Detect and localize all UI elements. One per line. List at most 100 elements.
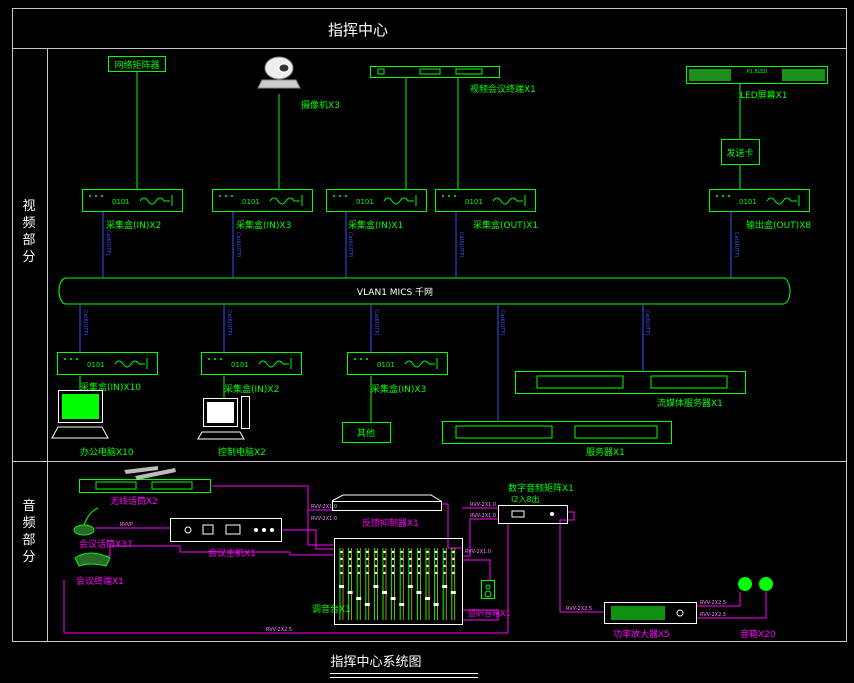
network-matrix: 网络矩阵器 xyxy=(108,56,166,72)
conference-phone-icon xyxy=(74,552,111,567)
svg-text:RVV-2X1.0: RVV-2X1.0 xyxy=(465,549,491,555)
encoder-box: 0101 采集盒(IN)X3 Cat6(UTP) xyxy=(347,310,448,395)
svg-text:RVV-2X2.5: RVV-2X2.5 xyxy=(700,600,726,606)
camera-label: 摄像机X3 xyxy=(301,99,340,111)
encoder-code: 0101 xyxy=(231,361,249,369)
wireless-mic-icon xyxy=(79,466,211,493)
amplifier-icon xyxy=(604,602,697,624)
encoder-code: 0101 xyxy=(377,361,395,369)
pc-icon xyxy=(197,396,250,440)
link-label: Cat6(UTP) xyxy=(226,310,232,335)
svg-text:RVV-2X2.5: RVV-2X2.5 xyxy=(700,612,726,618)
footer-title: 指挥中心系统图 xyxy=(330,655,421,670)
server: 服务器X1 xyxy=(442,421,672,458)
backbone-label: VLAN1 MICS 千网 xyxy=(357,287,433,298)
encoder-label: 采集盒(IN)X2 xyxy=(224,383,279,395)
conference-terminal-label: 会议终端X1 xyxy=(76,575,124,587)
encoder-code: 0101 xyxy=(112,198,130,206)
digital-matrix-sublabel: I2入8出 xyxy=(511,494,540,504)
encoder-label: 采集盒(IN)X3 xyxy=(236,219,291,231)
encoder-label: 采集盒(OUT)X1 xyxy=(473,219,538,231)
speakers-label: 音箱X20 xyxy=(740,628,776,640)
encoder-label: 采集盒(IN)X2 xyxy=(106,219,161,231)
link-label: Cat6(UTP) xyxy=(644,310,650,335)
svg-text:音频部分: 音频部分 xyxy=(22,498,35,565)
svg-text:视频部分: 视频部分 xyxy=(22,199,35,265)
feedback-suppressor-label: 反馈抑制器X1 xyxy=(362,517,419,529)
svg-text:RVV-2X2.5: RVV-2X2.5 xyxy=(266,627,292,633)
bottom-downlinks xyxy=(79,304,644,421)
link-label: Cat6(UTP) xyxy=(82,310,88,335)
section-label-video: 视频部分 xyxy=(22,199,35,265)
svg-text:RVVP: RVVP xyxy=(120,522,133,528)
link-label: Cat6(UTP) xyxy=(105,230,111,255)
encoder-label: 采集盒(IN)X10 xyxy=(80,381,141,393)
wireless-mic-label: 无线话筒X2 xyxy=(110,495,158,507)
streaming-server-label: 流媒体服务器X1 xyxy=(657,397,723,409)
link-label: Cat6(UTP) xyxy=(347,232,353,257)
ptz-camera-icon xyxy=(257,56,301,89)
streaming-server: 流媒体服务器X1 xyxy=(515,371,746,409)
sender-card-label: 发送卡 xyxy=(726,147,753,159)
svg-text:RVV-2X1.0: RVV-2X1.0 xyxy=(470,502,496,508)
encoder-code: 0101 xyxy=(739,198,757,206)
digital-matrix-label: 数字音频矩阵X1 xyxy=(508,482,574,494)
encoder-code: 0101 xyxy=(87,361,105,369)
svg-text:RVV-2X1.0: RVV-2X1.0 xyxy=(470,513,496,519)
network-backbone: VLAN1 MICS 千网 xyxy=(58,277,791,305)
svg-text:P1.8LED: P1.8LED xyxy=(747,69,768,75)
encoder-box: 0101 采集盒(IN)X10 Cat6(UTP) xyxy=(57,310,158,393)
video-conference-terminal-label: 视频会议终端X1 xyxy=(470,83,536,95)
link-label: Cat6(UTP) xyxy=(373,310,379,335)
encoder-box: 0101 采集盒(IN)X2 Cat6(UTP) xyxy=(201,310,302,395)
other-label: 其他 xyxy=(357,427,375,439)
svg-text:RVV-2X1.0: RVV-2X1.0 xyxy=(311,516,337,522)
monitor-speaker-label: 监听音箱X1 xyxy=(468,608,511,618)
top-uplinks xyxy=(102,212,732,278)
gooseneck-mic-icon xyxy=(73,507,99,536)
link-label: Cat6(UTP) xyxy=(499,310,505,335)
header-title: 指挥中心 xyxy=(328,21,388,39)
server-label: 服务器X1 xyxy=(586,446,625,458)
encoder-code: 0101 xyxy=(356,198,374,206)
conference-host-label: 会议主机X1 xyxy=(208,547,256,559)
source-lines xyxy=(136,72,741,189)
link-label: Cat6(UTP) xyxy=(733,232,739,257)
encoder-code: 0101 xyxy=(242,198,260,206)
video-conference-terminal xyxy=(370,66,500,78)
link-label: Cat6(UTP) xyxy=(458,232,464,257)
other-box: 其他 xyxy=(342,422,391,443)
audio-cables xyxy=(63,485,767,634)
svg-text:RVV-2X1.0: RVV-2X1.0 xyxy=(311,504,337,510)
link-label: Cat6(UTP) xyxy=(235,232,241,257)
control-pc-label: 控制电脑X2 xyxy=(218,446,266,458)
mixer-label: 调音台X1 xyxy=(312,603,351,615)
digital-matrix xyxy=(498,505,568,524)
speaker-ball-icon xyxy=(738,577,773,591)
speaker-icon xyxy=(481,580,495,599)
cable-labels: RVV-2X1.0 RVV-2X1.0 RVVP RVV-2X1.0 RVV-2… xyxy=(120,502,726,633)
encoder-label: 输出盒(OUT)X8 xyxy=(746,219,811,231)
encoder-label: 采集盒(IN)X3 xyxy=(371,383,426,395)
conference-mic-label: 会议话筒X37 xyxy=(79,538,133,550)
frame xyxy=(12,8,847,642)
encoder-code: 0101 xyxy=(465,198,483,206)
encoder-label: 采集盒(IN)X1 xyxy=(348,219,403,231)
svg-text:RVV-2X2.5: RVV-2X2.5 xyxy=(566,606,592,612)
office-pc-label: 办公电脑X10 xyxy=(80,446,134,458)
network-matrix-label: 网络矩阵器 xyxy=(114,59,159,71)
monitor-icon xyxy=(51,390,109,439)
sender-card: 发送卡 xyxy=(721,139,760,165)
led-screen-icon: P1.8LED xyxy=(686,66,828,84)
feedback-suppressor xyxy=(331,494,442,511)
led-screen-label: LED屏幕X1 xyxy=(740,89,788,101)
amplifier-label: 功率放大器X5 xyxy=(613,628,670,640)
conference-host xyxy=(170,518,282,542)
mixer-icon xyxy=(334,538,463,625)
